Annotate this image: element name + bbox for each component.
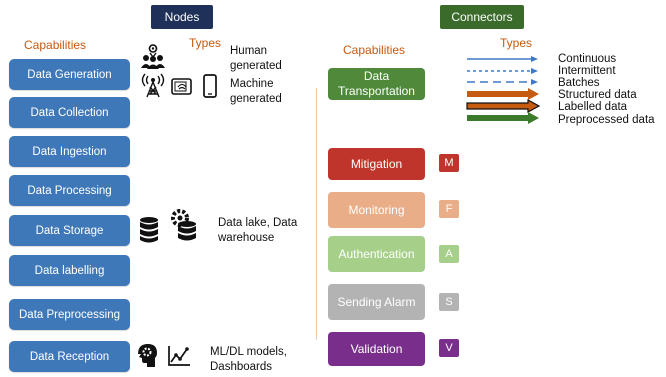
connector-capabilities-label: Capabilities <box>343 43 406 57</box>
antenna-tower-icon <box>141 73 165 98</box>
legend-continuous: Continuous <box>558 53 617 65</box>
legend-labelled-data: Labelled data <box>558 101 628 113</box>
human-generated-text: Human generated <box>230 45 282 72</box>
arrow-labelled-data <box>466 98 541 114</box>
smartphone-icon <box>203 74 217 98</box>
capability-sending-alarm: Sending Alarm <box>328 284 425 320</box>
capability-authentication: Authentication <box>328 236 425 272</box>
database-gear-icon <box>171 209 196 241</box>
arrow-preprocessed-data <box>467 112 539 124</box>
capability-data-generation: Data Generation <box>9 59 130 90</box>
capability-data-reception: Data Reception <box>9 341 130 372</box>
tablet-wireless-icon <box>171 78 192 95</box>
legend-intermittent: Intermittent <box>558 65 616 77</box>
badge-m: M <box>439 154 459 172</box>
machine-generated-text: Machine generated <box>230 78 282 105</box>
capability-data-collection: Data Collection <box>9 97 130 128</box>
capability-data-storage: Data Storage <box>9 215 130 246</box>
connector-legend-arrows <box>466 56 541 124</box>
capability-monitoring: Monitoring <box>328 192 425 228</box>
storage-text: Data lake, Data warehouse <box>218 217 298 244</box>
nodes-header: Nodes <box>151 5 213 29</box>
left-capabilities-label: Capabilities <box>24 38 87 52</box>
node-types-label: Types <box>189 36 222 50</box>
legend-structured-data: Structured data <box>558 89 637 101</box>
capability-data-ingestion: Data Ingestion <box>9 136 130 167</box>
legend-preprocessed-data: Preprocessed data <box>558 114 655 126</box>
capability-mitigation: Mitigation <box>328 148 425 180</box>
connectors-header: Connectors <box>440 5 524 29</box>
badge-s: S <box>439 293 459 311</box>
badge-v: V <box>439 339 459 357</box>
capability-data-processing: Data Processing <box>9 175 130 206</box>
connector-types-label: Types <box>500 36 533 50</box>
database-icon <box>140 217 158 243</box>
legend-batches: Batches <box>558 77 600 89</box>
arrow-intermittent <box>467 68 538 74</box>
capability-data-labelling: Data labelling <box>9 255 130 286</box>
head-gear-icon <box>138 344 157 367</box>
arrow-continuous <box>467 56 538 62</box>
line-chart-icon <box>168 346 190 366</box>
arrow-batches <box>467 79 538 85</box>
models-text: ML/DL models, Dashboards <box>210 346 287 373</box>
capability-data-preprocessing: Data Preprocessing <box>9 299 130 330</box>
column-divider <box>316 88 317 340</box>
capability-validation: Validation <box>328 332 425 366</box>
people-icon <box>141 44 165 69</box>
badge-f: F <box>439 200 459 218</box>
badge-a: A <box>439 245 459 263</box>
capability-data-transportation: Data Transportation <box>328 68 425 100</box>
arrow-structured-data <box>467 88 539 100</box>
